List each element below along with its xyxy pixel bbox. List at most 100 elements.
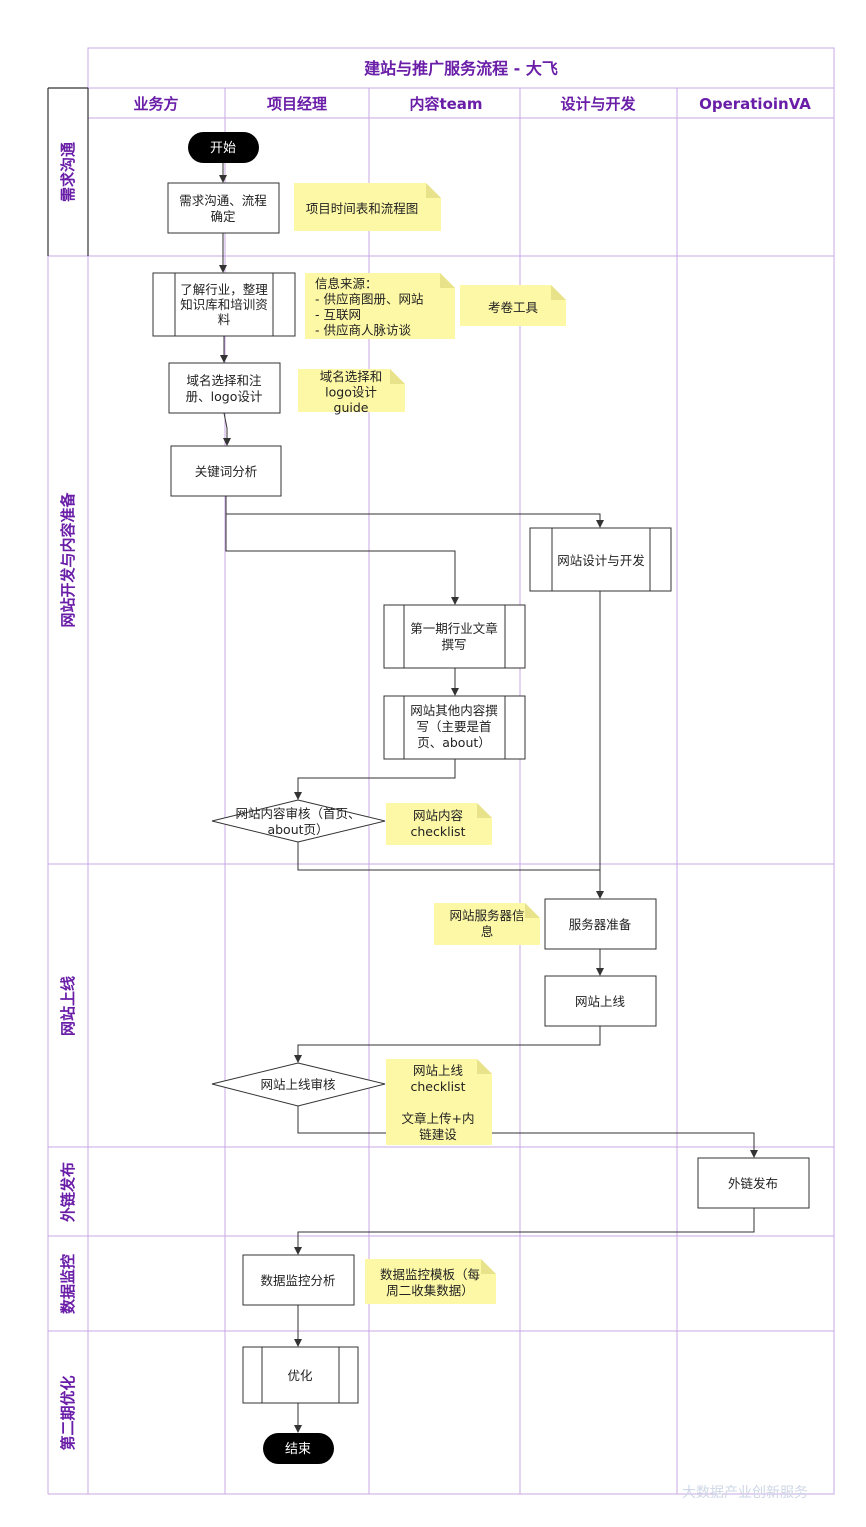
diagram-title: 建站与推广服务流程 - 大飞 [364, 59, 558, 78]
note-server-info-text: 网站服务器信息 [449, 908, 524, 939]
text-line: 结束 [285, 1442, 311, 1457]
connectors [219, 163, 758, 1433]
text-line: about页） [267, 822, 328, 837]
lane-header-content: 内容team [409, 95, 482, 113]
start-terminal [188, 132, 259, 163]
start-label: 开始 [210, 141, 236, 156]
text-line: 考卷工具 [488, 300, 539, 315]
text-line: 项目时间表和流程图 [306, 201, 419, 216]
note-monitor-template [365, 1259, 496, 1304]
note-server-info [434, 903, 540, 945]
text-line: 需求沟通、流程 [179, 193, 267, 208]
monitoring-label: 数据监控分析 [260, 1273, 335, 1288]
text-line: 网站上线审核 [260, 1077, 336, 1092]
text-line: 关键词分析 [195, 464, 258, 479]
phase-label-development: 网站开发与内容准备 [59, 492, 77, 628]
text-line: - 供应商图册、网站 [315, 292, 423, 307]
text-line: 网站上线 [413, 1063, 464, 1078]
text-line: 链建设 [419, 1127, 457, 1142]
launch-review-label: 网站上线审核 [260, 1077, 336, 1092]
end-terminal [263, 1433, 334, 1464]
domain-logo-label: 域名选择和注册、logo设计 [186, 373, 263, 404]
web-dev-label: 网站设计与开发 [557, 553, 645, 568]
text-line: 服务器准备 [569, 917, 632, 932]
first-article-process-box [383, 604, 526, 669]
text-line: 外链发布 [728, 1176, 778, 1191]
text-line: 优化 [287, 1368, 313, 1383]
text-line: logo设计 [325, 385, 377, 400]
text-line: checklist [411, 1079, 466, 1094]
text-line: 域名选择和注 [186, 373, 262, 388]
lane-header-dev: 设计与开发 [560, 95, 636, 113]
text-line: 写（主要是首 [416, 719, 491, 734]
text-line: 网站内容审核（首页、 [235, 806, 360, 821]
launch-review-diamond [211, 1062, 386, 1107]
text-line: - 互联网 [315, 307, 361, 322]
keyword-analysis-box [170, 445, 282, 497]
server-prep-label: 服务器准备 [569, 917, 632, 932]
content-review-label: 网站内容审核（首页、about页） [235, 806, 360, 837]
phase-label-launch: 网站上线 [59, 976, 77, 1036]
text-line: 数据监控模板（每 [380, 1267, 480, 1282]
note-quiz-tool [460, 285, 566, 326]
text-line: 文章上传+内 [402, 1111, 475, 1126]
optimize-process-box [242, 1346, 359, 1404]
phase-header-border [47, 87, 89, 256]
text-line: 网站其他内容撰 [410, 703, 498, 718]
note-schedule-text: 项目时间表和流程图 [306, 201, 419, 216]
text-line: checklist [411, 824, 466, 839]
text-line: 网站设计与开发 [557, 553, 645, 568]
domain-logo-box [168, 362, 281, 414]
text-line: - 供应商人脉访谈 [315, 323, 411, 338]
launch-label: 网站上线 [575, 994, 626, 1009]
keyword-analysis-label: 关键词分析 [195, 464, 258, 479]
optimize-label: 优化 [287, 1368, 313, 1383]
text-line [436, 1095, 440, 1110]
text-line: 网站服务器信 [449, 908, 524, 923]
text-line: 料 [218, 312, 231, 327]
text-line: 知识库和培训资 [180, 297, 268, 312]
lane-header-pm: 项目经理 [267, 95, 327, 113]
text-line: 周二收集数据） [386, 1283, 474, 1298]
other-content-process-box [383, 695, 526, 760]
text-line: 了解行业，整理 [180, 282, 268, 297]
backlinks-box [697, 1157, 810, 1209]
backlinks-label: 外链发布 [728, 1176, 778, 1191]
text-line: 开始 [210, 141, 236, 156]
note-info-sources-text: 信息来源：- 供应商图册、网站- 互联网- 供应商人脉访谈 [315, 276, 423, 338]
launch-box [544, 975, 657, 1027]
phase-label-backlinks: 外链发布 [59, 1162, 77, 1223]
text-line: 确定 [210, 209, 235, 224]
text-line: 页、about） [417, 735, 491, 750]
note-domain-guide [298, 369, 405, 412]
web-dev-process-box [529, 527, 672, 592]
requirements-label: 需求沟通、流程确定 [179, 193, 267, 224]
watermark: 大数据产业创新服务 [682, 1485, 808, 1501]
text-line: 第一期行业文章 [410, 621, 498, 636]
first-article-label: 第一期行业文章撰写 [410, 621, 498, 652]
note-monitor-template-text: 数据监控模板（每周二收集数据） [380, 1267, 480, 1298]
text-line: guide [334, 400, 369, 415]
text-line: 册、logo设计 [186, 389, 263, 404]
phase-label-optimization: 第二期优化 [59, 1375, 77, 1450]
text-line: 撰写 [441, 637, 466, 652]
lane-header-business: 业务方 [133, 95, 178, 113]
note-quiz-tool-text: 考卷工具 [488, 300, 539, 315]
requirements-box [167, 182, 280, 234]
note-content-checklist [386, 803, 492, 845]
text-line: 信息来源： [315, 276, 378, 291]
text-line: 数据监控分析 [260, 1273, 335, 1288]
monitoring-box [242, 1254, 355, 1306]
end-label: 结束 [285, 1442, 311, 1457]
text-line: 域名选择和 [320, 369, 383, 384]
note-launch-checklist [386, 1059, 492, 1145]
content-review-diamond [211, 799, 386, 843]
text-line: 息 [481, 924, 494, 939]
research-label: 了解行业，整理知识库和培训资料 [180, 282, 268, 327]
research-process-box [152, 272, 296, 337]
phase-label-monitoring: 数据监控 [59, 1254, 77, 1314]
text-line: 网站内容 [413, 808, 463, 823]
